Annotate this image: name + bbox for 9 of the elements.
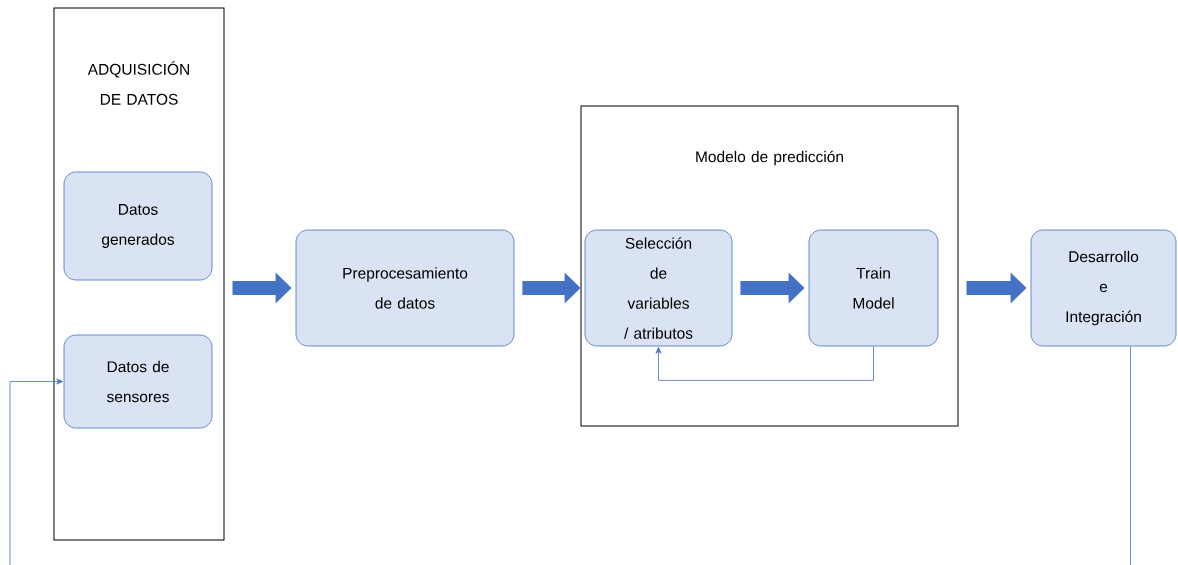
process-box: Datos de sensores	[63, 334, 213, 429]
connector-line	[1130, 346, 1131, 565]
process-box: Train Model	[808, 229, 939, 347]
process-box: Desarrollo e Integración	[1030, 229, 1177, 347]
process-box: Selección de variables / atributos	[584, 229, 733, 347]
process-box: Datos generados	[63, 171, 213, 281]
process-box: Preprocesamiento de datos	[295, 229, 515, 347]
arrow	[655, 346, 874, 381]
arrow	[9, 378, 63, 565]
